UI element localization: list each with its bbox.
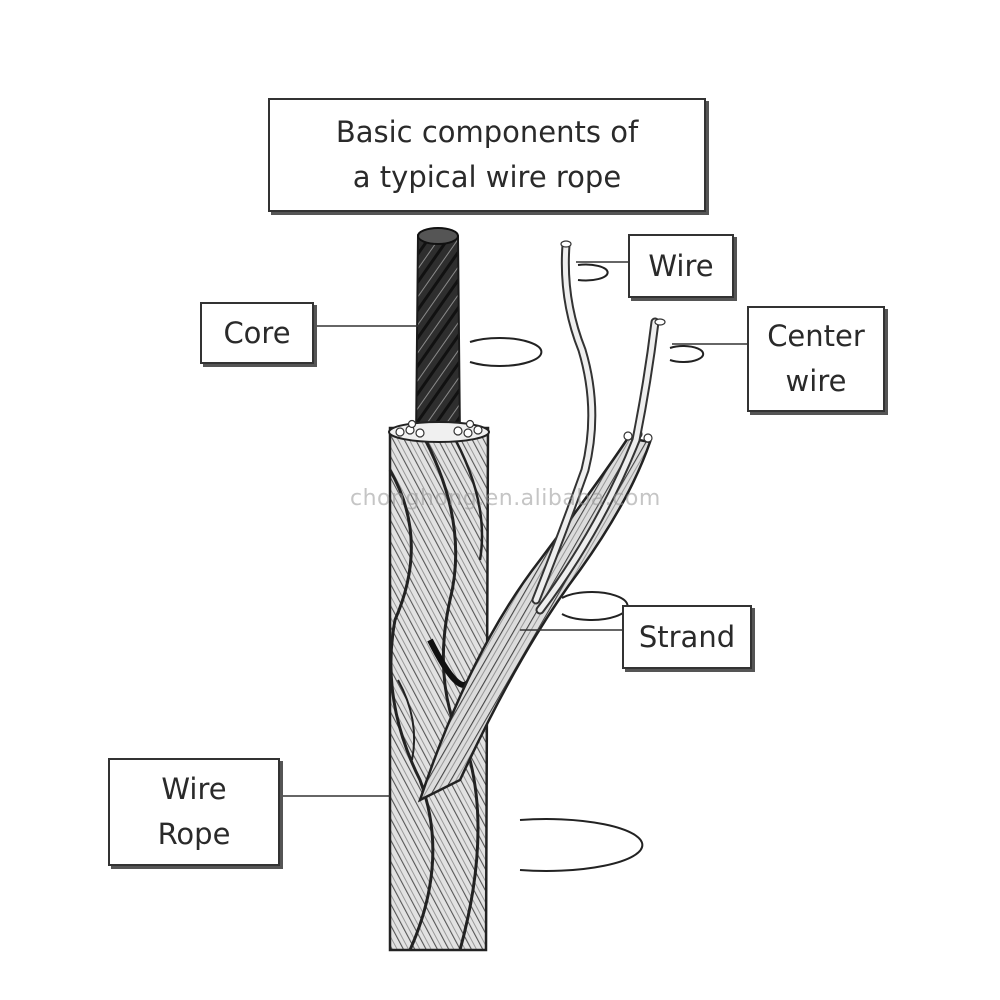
wire-ring <box>577 263 609 282</box>
wire-label: Wire <box>628 234 734 298</box>
rope-body <box>388 419 490 952</box>
core-illustration <box>414 227 462 441</box>
center-wire-label-line-1: Center <box>767 319 865 354</box>
wire-rope-ring <box>519 818 644 872</box>
center-wire-ring <box>669 345 705 363</box>
leader-lines <box>280 261 747 797</box>
core-ring <box>469 337 543 367</box>
wire-label-text: Wire <box>648 248 714 283</box>
wire-rope-label: Wire Rope <box>108 758 280 866</box>
center-wire-label-line-2: wire <box>785 364 847 398</box>
core-label: Core <box>200 302 314 364</box>
diagram-title: Basic components of a typical wire rope <box>268 98 706 212</box>
title-line-2: a typical wire rope <box>352 160 622 194</box>
strand-ring <box>561 591 629 621</box>
core-label-text: Core <box>223 315 291 350</box>
wire-rope-label-line-1: Wire <box>161 772 227 807</box>
strand-label-text: Strand <box>638 619 736 654</box>
wire-rope-label-line-2: Rope <box>157 817 231 851</box>
center-wire-label: Center wire <box>747 306 885 412</box>
title-line-1: Basic components of <box>335 115 639 150</box>
watermark-text: chonghong.en.alibaba.com <box>350 486 661 511</box>
strand-label: Strand <box>622 605 752 669</box>
